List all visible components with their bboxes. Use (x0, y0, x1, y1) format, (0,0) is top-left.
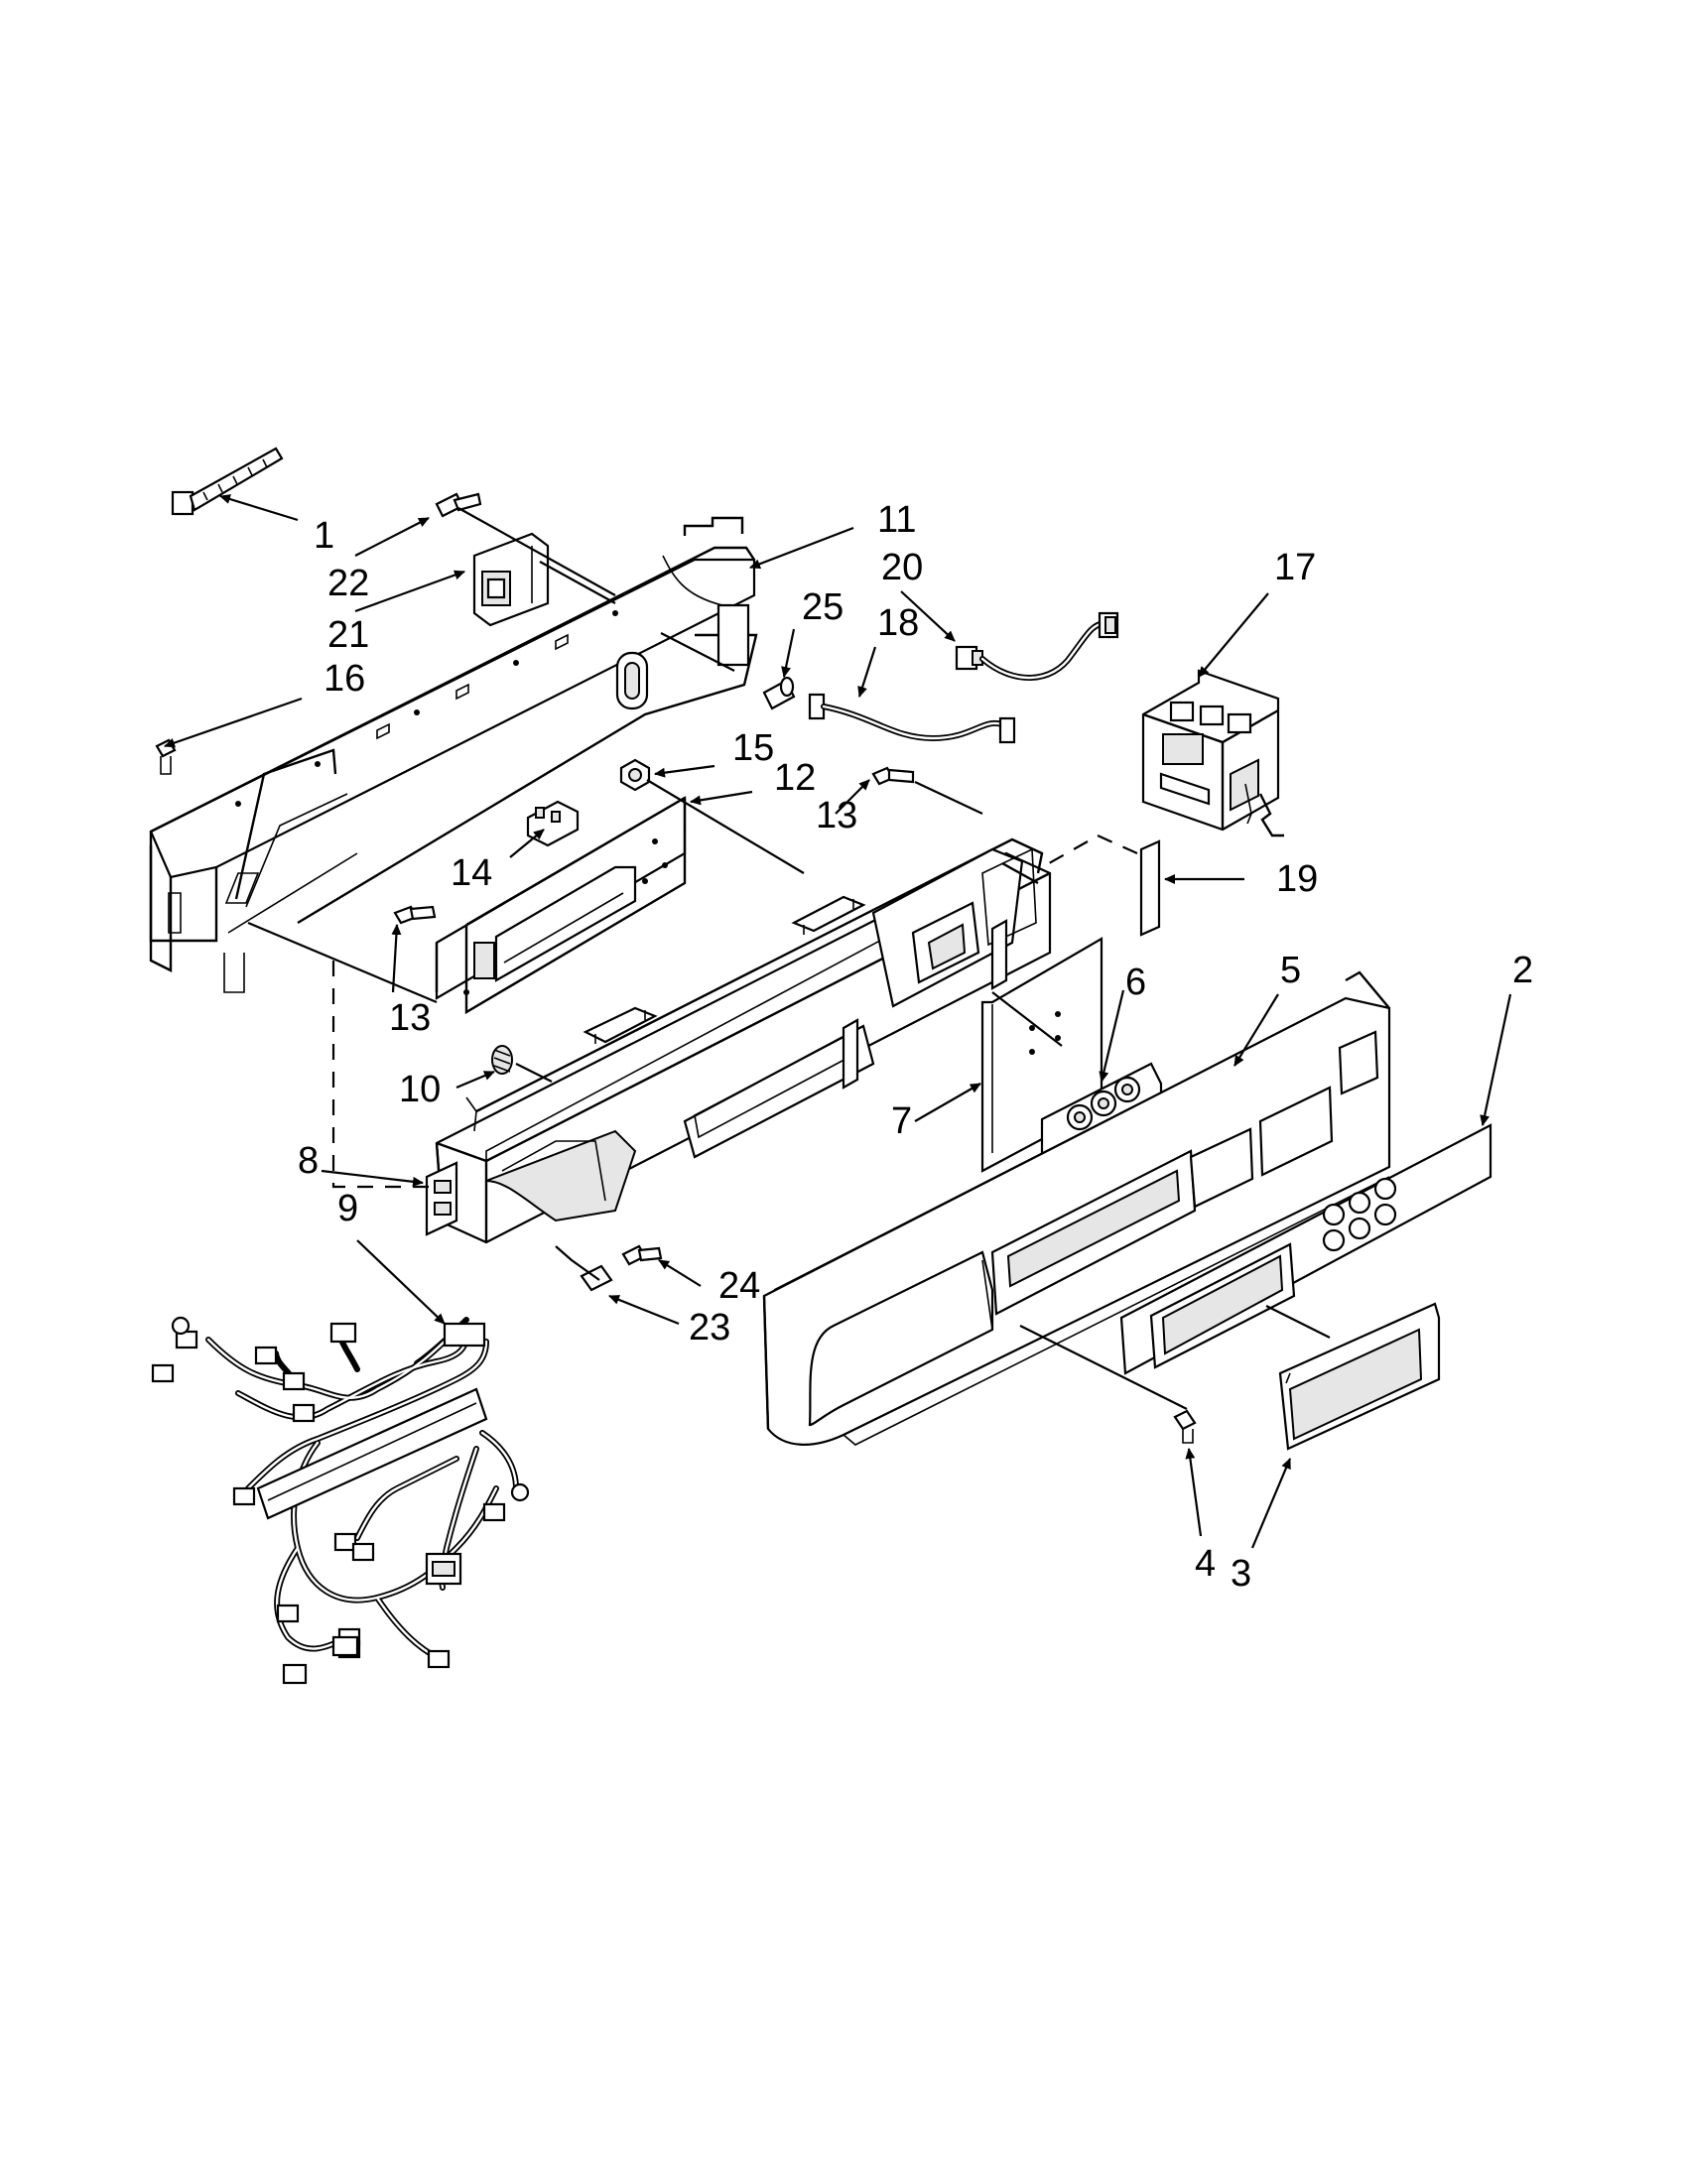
callout-25: 25 (802, 586, 844, 628)
console-housing (435, 837, 1052, 1244)
callout-4: 4 (1195, 1543, 1216, 1585)
part-11-bracket (149, 516, 758, 993)
callout-19: 19 (1276, 858, 1318, 900)
callout-5: 5 (1280, 950, 1301, 991)
part-18-wire-harness (808, 693, 1016, 744)
assembly-lines (247, 507, 1331, 1410)
callout-18: 18 (877, 602, 919, 644)
part-8-bracket (425, 1161, 458, 1236)
callout-16: 16 (324, 658, 365, 700)
part-17-control-board (1141, 669, 1284, 837)
callout-1: 1 (314, 515, 334, 557)
part-1-cable-tie (171, 447, 284, 516)
callout-8: 8 (298, 1140, 319, 1182)
part-10-spring (491, 1045, 513, 1075)
part-22-screw (435, 492, 482, 518)
callout-13a: 13 (816, 795, 857, 836)
callout-2: 2 (1512, 950, 1533, 991)
callout-15: 15 (732, 727, 774, 769)
part-3-display-lens (1278, 1302, 1441, 1451)
callout-3: 3 (1231, 1553, 1251, 1595)
callout-11: 11 (877, 499, 916, 541)
part-4-screw (1173, 1409, 1197, 1444)
callout-7: 7 (891, 1100, 912, 1142)
callout-21: 21 (327, 614, 369, 656)
callout-numbers: 1234567891011121313141516171819202122232… (298, 499, 1533, 1595)
callout-23: 23 (689, 1307, 730, 1349)
callout-20: 20 (881, 547, 923, 588)
callout-14: 14 (451, 852, 492, 894)
part-21-switch (472, 532, 550, 627)
callout-10: 10 (399, 1069, 441, 1110)
part-25-spacer (762, 676, 796, 710)
callout-leaders (164, 494, 1512, 1549)
part-19-plate (1139, 839, 1161, 937)
part-2-overlay (1119, 1123, 1492, 1375)
part-12-interface-board (435, 796, 687, 1015)
part-9-wire-harness (151, 1316, 530, 1685)
part-15-nut (619, 758, 651, 792)
callout-6: 6 (1125, 962, 1146, 1003)
part-14-connector (526, 800, 580, 847)
callout-13b: 13 (389, 997, 431, 1039)
callout-17: 17 (1274, 547, 1316, 588)
callout-24: 24 (718, 1265, 760, 1307)
part-20-wire-harness (955, 611, 1119, 681)
part-13-screw-right (871, 766, 915, 786)
callout-9: 9 (337, 1188, 358, 1229)
callout-22: 22 (327, 563, 369, 604)
part-24-screw (621, 1244, 663, 1266)
part-5-console-panel (762, 970, 1391, 1446)
callout-12: 12 (774, 757, 816, 799)
part-13-screw-left (393, 905, 437, 925)
